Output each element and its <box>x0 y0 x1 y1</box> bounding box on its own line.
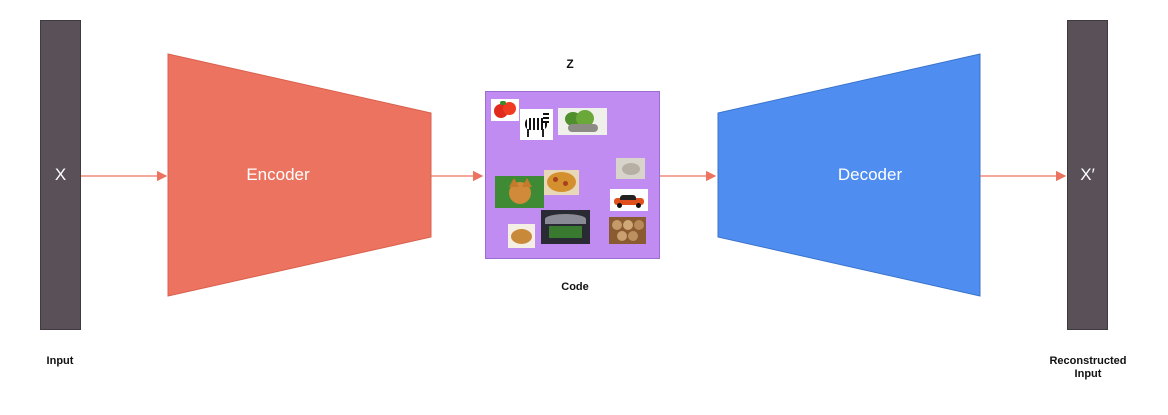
encoder-shape <box>167 53 432 297</box>
latent-caption: Code <box>561 281 589 293</box>
stadium-image <box>541 210 590 244</box>
output-caption-line1: Reconstructed <box>1049 355 1127 367</box>
stone-image <box>616 158 645 179</box>
car-image <box>610 189 648 211</box>
latent-code-box <box>485 91 660 259</box>
eggs-image <box>609 217 646 244</box>
output-caption-line2: Input <box>1074 368 1102 380</box>
latent-title: Z <box>566 57 574 71</box>
pizza-image <box>544 170 579 195</box>
zebra-image <box>520 109 553 140</box>
decoder-shape <box>717 53 981 297</box>
output-bar: X′ <box>1067 20 1108 330</box>
output-symbol: X′ <box>1080 165 1095 184</box>
decoder-label: Decoder <box>837 165 903 184</box>
input-bar: X <box>40 20 81 330</box>
input-symbol: X <box>54 165 67 184</box>
bread-bowl-image <box>508 224 535 248</box>
output-caption: Reconstructed Input <box>1033 355 1143 381</box>
tomato-image <box>491 99 519 121</box>
cat-image <box>495 176 544 208</box>
encoder-label: Encoder <box>246 165 310 184</box>
input-caption: Input <box>46 355 74 367</box>
lettuce-image <box>558 108 607 135</box>
